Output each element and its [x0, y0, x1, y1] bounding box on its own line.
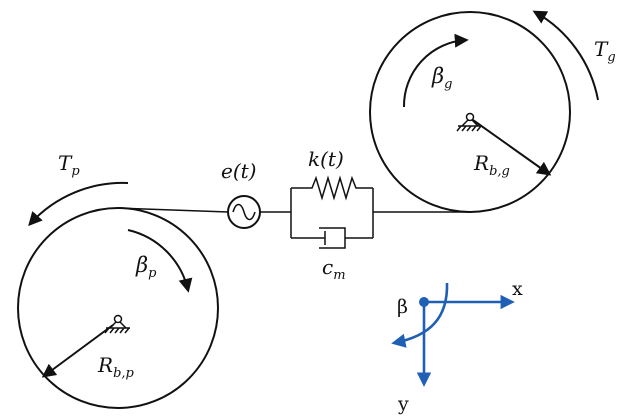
pinion-pivot-icon [104, 314, 130, 334]
mesh-damper [291, 227, 373, 249]
pinion-angle-label: βp [135, 253, 157, 281]
pinion-radius-arrow [41, 324, 114, 378]
sine-wave-icon [232, 203, 256, 221]
coordinate-frame [391, 282, 515, 387]
gear-torque-arrow [532, 10, 599, 101]
pinion-torque-label: Tp [58, 151, 80, 179]
axis-y-label: y [397, 393, 409, 415]
mesh-line-left [117, 207, 229, 213]
gear-rotation-arrow [402, 33, 469, 108]
gear-radius-arrow [472, 119, 552, 176]
pinion-radius-label: Rb,p [97, 353, 135, 381]
pinion-torque-arrow [28, 181, 129, 227]
stiffness-label: k(t) [308, 147, 344, 171]
damping-label: cm [322, 255, 346, 283]
mesh-stiffness-spring [291, 175, 373, 201]
gear-pivot-icon [456, 112, 482, 132]
gear-torque-label: Tg [594, 37, 616, 65]
pinion-rotation-arrow [127, 229, 193, 293]
gear-angle-label: βg [431, 64, 452, 92]
error-label: e(t) [221, 159, 256, 183]
axis-beta-label: β [397, 296, 408, 318]
axis-x-label: x [512, 278, 523, 300]
gear-base-circle [369, 11, 571, 213]
gear-radius-label: Rb,g [473, 151, 510, 179]
